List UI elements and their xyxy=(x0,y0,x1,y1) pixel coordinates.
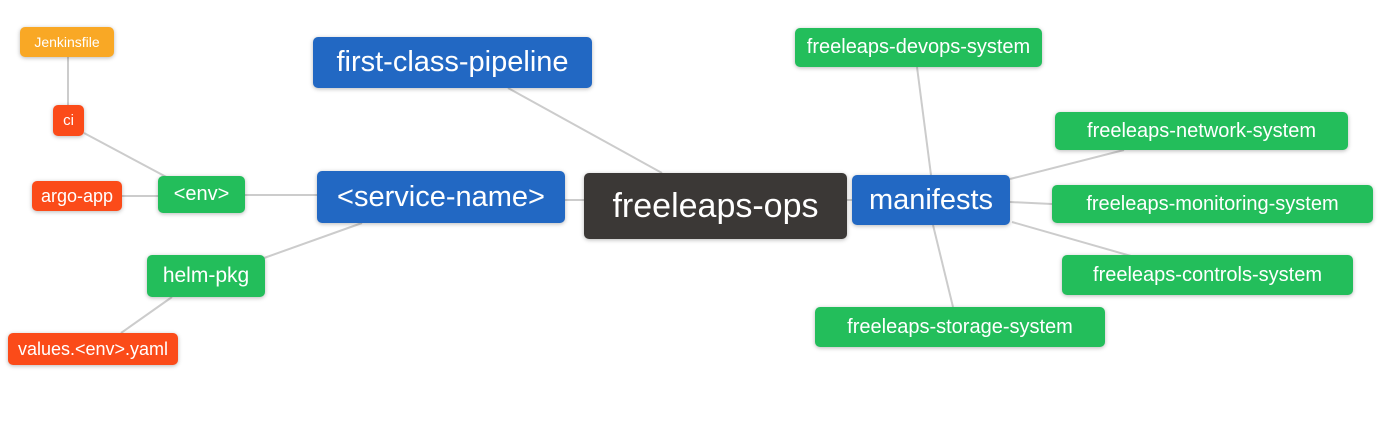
node-ci[interactable]: ci xyxy=(53,105,84,136)
edge-monitoring-manifests xyxy=(1009,201,1053,205)
edge-fcp-freeleaps-ops xyxy=(507,87,663,174)
node-values-env-yaml[interactable]: values.<env>.yaml xyxy=(8,333,178,365)
edge-helm-pkg-values xyxy=(120,296,173,334)
edge-storage-manifests xyxy=(932,224,954,308)
node-helm-pkg[interactable]: helm-pkg xyxy=(147,255,265,297)
node-service-name[interactable]: <service-name> xyxy=(317,171,565,223)
edge-helm-pkg-service-name xyxy=(263,222,363,259)
edge-controls-manifests xyxy=(1011,221,1132,257)
node-first-class-pipeline[interactable]: first-class-pipeline xyxy=(313,37,592,88)
edge-ci-env xyxy=(83,132,173,181)
node-argo-app[interactable]: argo-app xyxy=(32,181,122,211)
edge-network-manifests xyxy=(1009,149,1125,180)
node-freeleaps-devops-system[interactable]: freeleaps-devops-system xyxy=(795,28,1042,67)
node-freeleaps-controls-system[interactable]: freeleaps-controls-system xyxy=(1062,255,1353,295)
node-freeleaps-storage-system[interactable]: freeleaps-storage-system xyxy=(815,307,1105,347)
node-freeleaps-monitoring-system[interactable]: freeleaps-monitoring-system xyxy=(1052,185,1373,223)
node-env[interactable]: <env> xyxy=(158,176,245,213)
node-jenkinsfile[interactable]: Jenkinsfile xyxy=(20,27,114,57)
node-freeleaps-network-system[interactable]: freeleaps-network-system xyxy=(1055,112,1348,150)
node-manifests[interactable]: manifests xyxy=(852,175,1010,225)
edge-devops-manifests xyxy=(916,66,932,176)
node-freeleaps-ops-root[interactable]: freeleaps-ops xyxy=(584,173,847,239)
